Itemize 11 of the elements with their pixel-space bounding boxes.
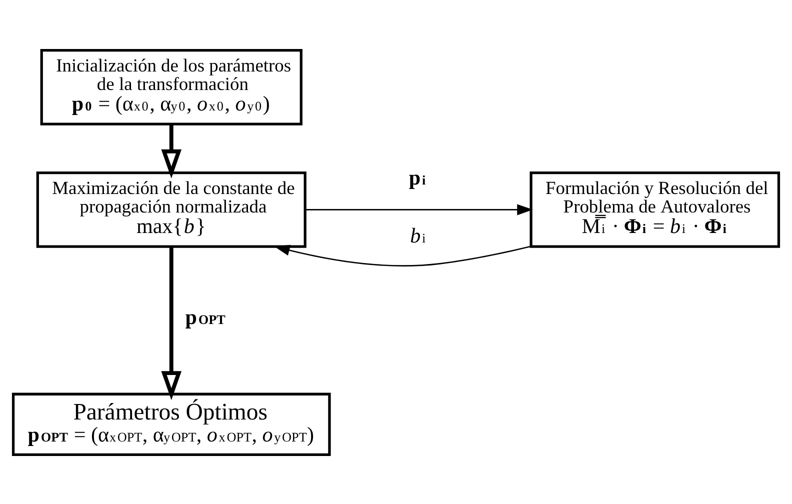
arrow (274, 244, 531, 266)
arrow (161, 246, 182, 400)
node-box: Maximización de la constante de propagación normalizada max{b} (36, 170, 306, 248)
edge-label: bi (410, 222, 426, 247)
arrow (305, 204, 533, 215)
edge-label: pi (408, 164, 426, 189)
node-box: Inicialización de los parámetros de la transformación p0 = (αx0, αy0, ox0, oy0) (40, 48, 302, 125)
arrow (161, 124, 182, 178)
node-box: Formulación y Resolución del Problema de Autovalores M̿i · Φi = bi · Φi (530, 170, 780, 248)
node-box: Parámetros Óptimos pOPT = (αxOPT, αyOPT, oxOPT, oyOPT) (12, 392, 331, 456)
edge-label: pOPT (185, 304, 226, 329)
